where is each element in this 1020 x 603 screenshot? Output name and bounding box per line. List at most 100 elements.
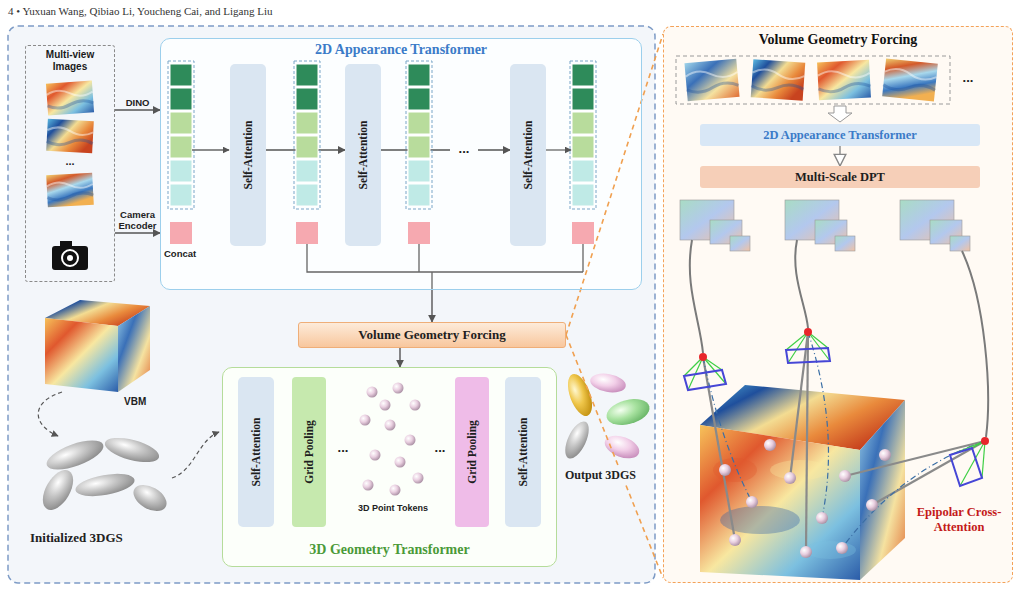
point-token xyxy=(746,496,758,508)
seismic-thumbnail xyxy=(884,68,937,81)
point-token xyxy=(784,472,796,484)
seismic-thumbnail xyxy=(882,58,938,101)
point-token xyxy=(360,383,424,496)
volume-cube xyxy=(700,385,905,580)
camera-ray xyxy=(845,441,985,476)
detail-panel: Volume Geometry Forcing2D Appearance Tra… xyxy=(663,26,1013,583)
attention-block: Self-Attention xyxy=(238,377,274,527)
gaussian-splats xyxy=(74,470,137,500)
point-token xyxy=(395,457,406,468)
volume-cube xyxy=(770,460,830,480)
stage-bar: Multi-Scale DPT xyxy=(700,166,980,188)
block-label: Self-Attention xyxy=(522,121,534,190)
ellipsis: ... xyxy=(331,440,355,455)
seismic-thumbnail xyxy=(684,59,739,101)
block-label: Self-Attention xyxy=(357,121,369,190)
hollow-arrow xyxy=(828,106,852,122)
ellipsis: ... xyxy=(450,141,478,156)
block-label: Grid Pooling xyxy=(466,420,478,484)
token-column xyxy=(170,112,192,134)
camera-frustum xyxy=(950,437,989,486)
token-column xyxy=(296,88,318,110)
gaussian-splats xyxy=(102,433,161,467)
gaussian-splats xyxy=(129,479,171,516)
box-title: 2D Appearance Transformer xyxy=(315,39,487,58)
seismic-thumbnail xyxy=(883,81,935,93)
seismic-thumbnail xyxy=(46,173,94,207)
feature-link xyxy=(795,240,808,328)
token-column xyxy=(168,61,194,244)
token-column xyxy=(408,136,430,158)
gaussian-label: Initialized 3DGS xyxy=(30,530,123,546)
camera-frustum xyxy=(699,353,707,361)
camera-frustum xyxy=(950,448,982,486)
attention-block: Self-Attention xyxy=(505,377,541,527)
token-column xyxy=(572,64,594,86)
ellipsis: ... xyxy=(55,155,85,167)
connector xyxy=(115,232,160,233)
image-row xyxy=(676,56,950,104)
edge-label: DINO xyxy=(126,97,150,108)
token-column xyxy=(296,64,318,86)
camera-icon xyxy=(52,241,88,270)
camera-frustum xyxy=(788,332,808,363)
signal-wire xyxy=(192,149,229,150)
signal-wire xyxy=(546,149,571,150)
token-column xyxy=(572,136,594,158)
seismic-thumbnail xyxy=(47,100,93,109)
panel-fill xyxy=(663,26,1013,583)
token-column xyxy=(170,88,192,110)
block-label: Self-Attention xyxy=(517,418,529,487)
seismic-thumbnail xyxy=(46,80,94,115)
camera-icon xyxy=(52,246,88,270)
pooling-block: Grid Pooling xyxy=(292,377,326,527)
point-token xyxy=(836,542,848,554)
point-token xyxy=(800,546,812,558)
point-token xyxy=(380,400,391,411)
camera-ray xyxy=(790,332,808,478)
main-panel xyxy=(8,26,655,583)
token-column xyxy=(572,184,594,206)
token-column xyxy=(296,112,318,134)
panel-title: Volume Geometry Forcing xyxy=(759,27,918,48)
epipolar-curve xyxy=(703,357,752,502)
point-token xyxy=(839,470,851,482)
token-column xyxy=(408,160,430,182)
token-column xyxy=(572,160,594,182)
point-token xyxy=(413,473,424,484)
seismic-thumbnail xyxy=(684,59,739,101)
point-token xyxy=(879,449,891,461)
box-title: 3D Geometry Transformer xyxy=(309,542,469,566)
volume-cube xyxy=(118,306,150,392)
dashed-arrow xyxy=(38,392,62,436)
volume-cube xyxy=(45,318,118,392)
camera-frustum xyxy=(684,370,726,390)
seismic-thumbnail xyxy=(817,60,871,101)
token-column xyxy=(408,112,430,134)
feature-pyramid xyxy=(835,236,855,251)
bar-label: Multi-Scale DPT xyxy=(795,170,885,185)
box-fill xyxy=(160,38,642,290)
token-column xyxy=(170,184,192,206)
point-token xyxy=(363,480,374,491)
point-token xyxy=(729,534,741,546)
transformer-box: 2D Appearance TransformerSelf-Attention S… xyxy=(160,38,642,290)
gaussian-label: Output 3DGS xyxy=(563,468,638,483)
token-label: 3D Point Tokens xyxy=(348,503,438,513)
transformer-box: 3D Geometry Transformer Self-Attention Gri… xyxy=(222,367,557,567)
block-label: Grid Pooling xyxy=(303,420,315,484)
block-label: Self-Attention xyxy=(250,418,262,487)
token-column xyxy=(572,88,594,110)
seismic-thumbnail xyxy=(46,80,94,115)
attention-label: Epipolar Cross-Attention xyxy=(909,505,1009,535)
signal-wire xyxy=(307,244,583,290)
seismic-thumbnail xyxy=(46,119,94,153)
point-token xyxy=(360,415,371,426)
camera-ray xyxy=(806,332,808,552)
edge-label: Camera Encoder xyxy=(115,209,161,231)
volume-label: VBM xyxy=(124,396,146,407)
seismic-thumbnail xyxy=(817,60,871,101)
gaussian-splats xyxy=(589,371,628,395)
camera-icon xyxy=(60,241,72,247)
seismic-thumbnail xyxy=(685,68,737,80)
